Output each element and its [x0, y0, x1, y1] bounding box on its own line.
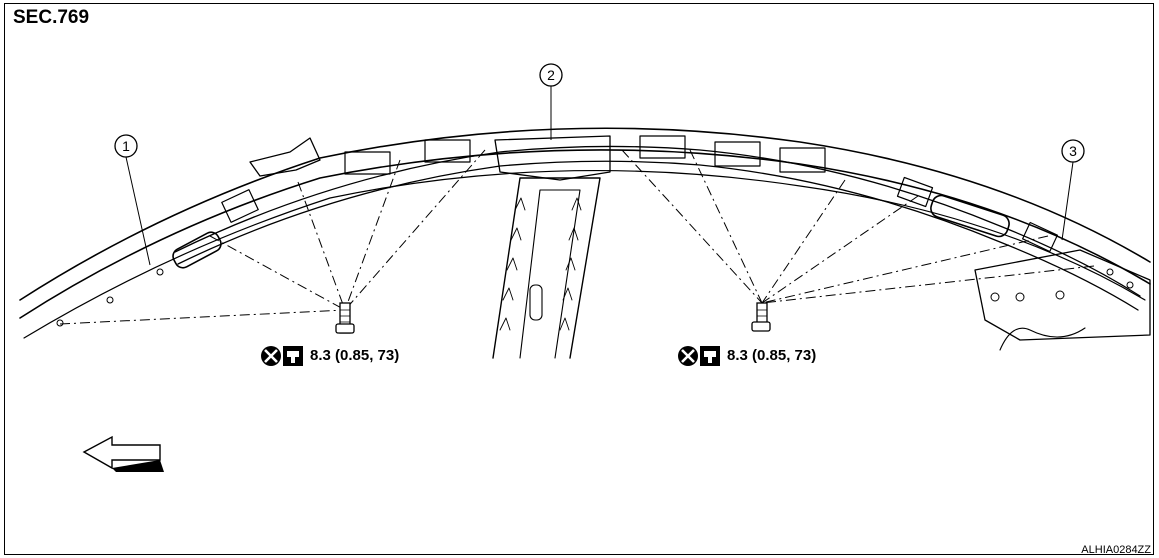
- center-pillar-serrations: [499, 197, 582, 331]
- center-pillar-inner: [519, 189, 581, 359]
- svg-text:1: 1: [122, 138, 130, 154]
- callout-2: 2: [539, 63, 563, 140]
- do-not-reuse-icon: [678, 346, 698, 366]
- torque-spec-right: 8.3 (0.85, 73): [727, 347, 817, 364]
- torque-wrench-icon: [283, 346, 303, 366]
- rear-harness: [999, 327, 1086, 351]
- bolt-left-icon: [335, 302, 355, 334]
- inflator-right: [930, 194, 1010, 238]
- callout-1: 1: [114, 134, 151, 266]
- do-not-reuse-icon: [261, 346, 281, 366]
- bolt-leader-lines-right: [621, 149, 1095, 304]
- inflator-left: [172, 231, 222, 269]
- roof-rail-inner-edge: [19, 149, 1151, 319]
- center-pillar-slot: [529, 284, 543, 321]
- center-roof-bracket: [494, 135, 611, 181]
- front-pillar-bracket: [249, 137, 321, 177]
- center-pillar-outer: [492, 177, 601, 359]
- rear-quarter-bracket: [974, 249, 1151, 341]
- mounting-holes: [56, 268, 1134, 327]
- roof-rail-outer-edge: [19, 127, 1151, 301]
- torque-spec-left: 8.3 (0.85, 73): [310, 347, 400, 364]
- roof-rail-lower-edge: [23, 170, 1146, 339]
- bolt-right-icon: [751, 302, 771, 332]
- front-direction-arrow-icon: [82, 435, 164, 472]
- curtain-airbag-tube-bottom: [177, 160, 1139, 311]
- svg-text:2: 2: [547, 67, 555, 83]
- diagram-frame: [4, 3, 1154, 555]
- section-code: SEC.769: [13, 7, 90, 28]
- mounting-brackets: [221, 135, 1058, 253]
- svg-text:3: 3: [1069, 143, 1077, 159]
- torque-wrench-icon: [700, 346, 720, 366]
- callout-3: 3: [1061, 139, 1085, 241]
- bolt-leader-lines-left: [59, 149, 486, 325]
- curtain-airbag-tube-top: [174, 145, 1141, 297]
- figure-id: ALHIA0284ZZ: [1081, 544, 1151, 556]
